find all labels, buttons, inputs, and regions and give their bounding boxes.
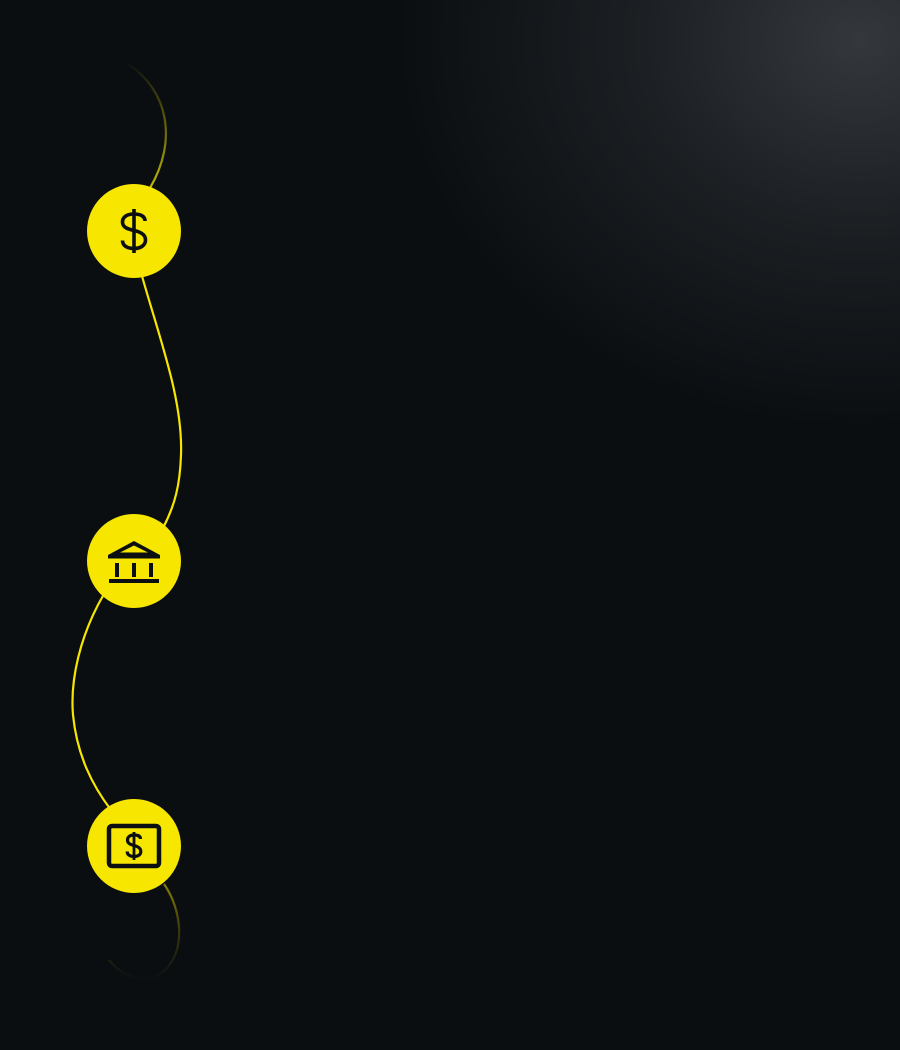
cash-bill-icon (106, 823, 162, 869)
connector-fade-bottom (108, 883, 181, 980)
timeline-step-dollar (87, 184, 181, 278)
connector-fade-top (127, 63, 167, 189)
bank-building-icon (108, 541, 160, 583)
connector-segment-2 (71, 593, 112, 811)
timeline-step-bank (87, 514, 181, 608)
dollar-sign-icon (120, 209, 148, 253)
timeline-step-cash (87, 799, 181, 893)
connector-segment-1 (140, 275, 183, 529)
